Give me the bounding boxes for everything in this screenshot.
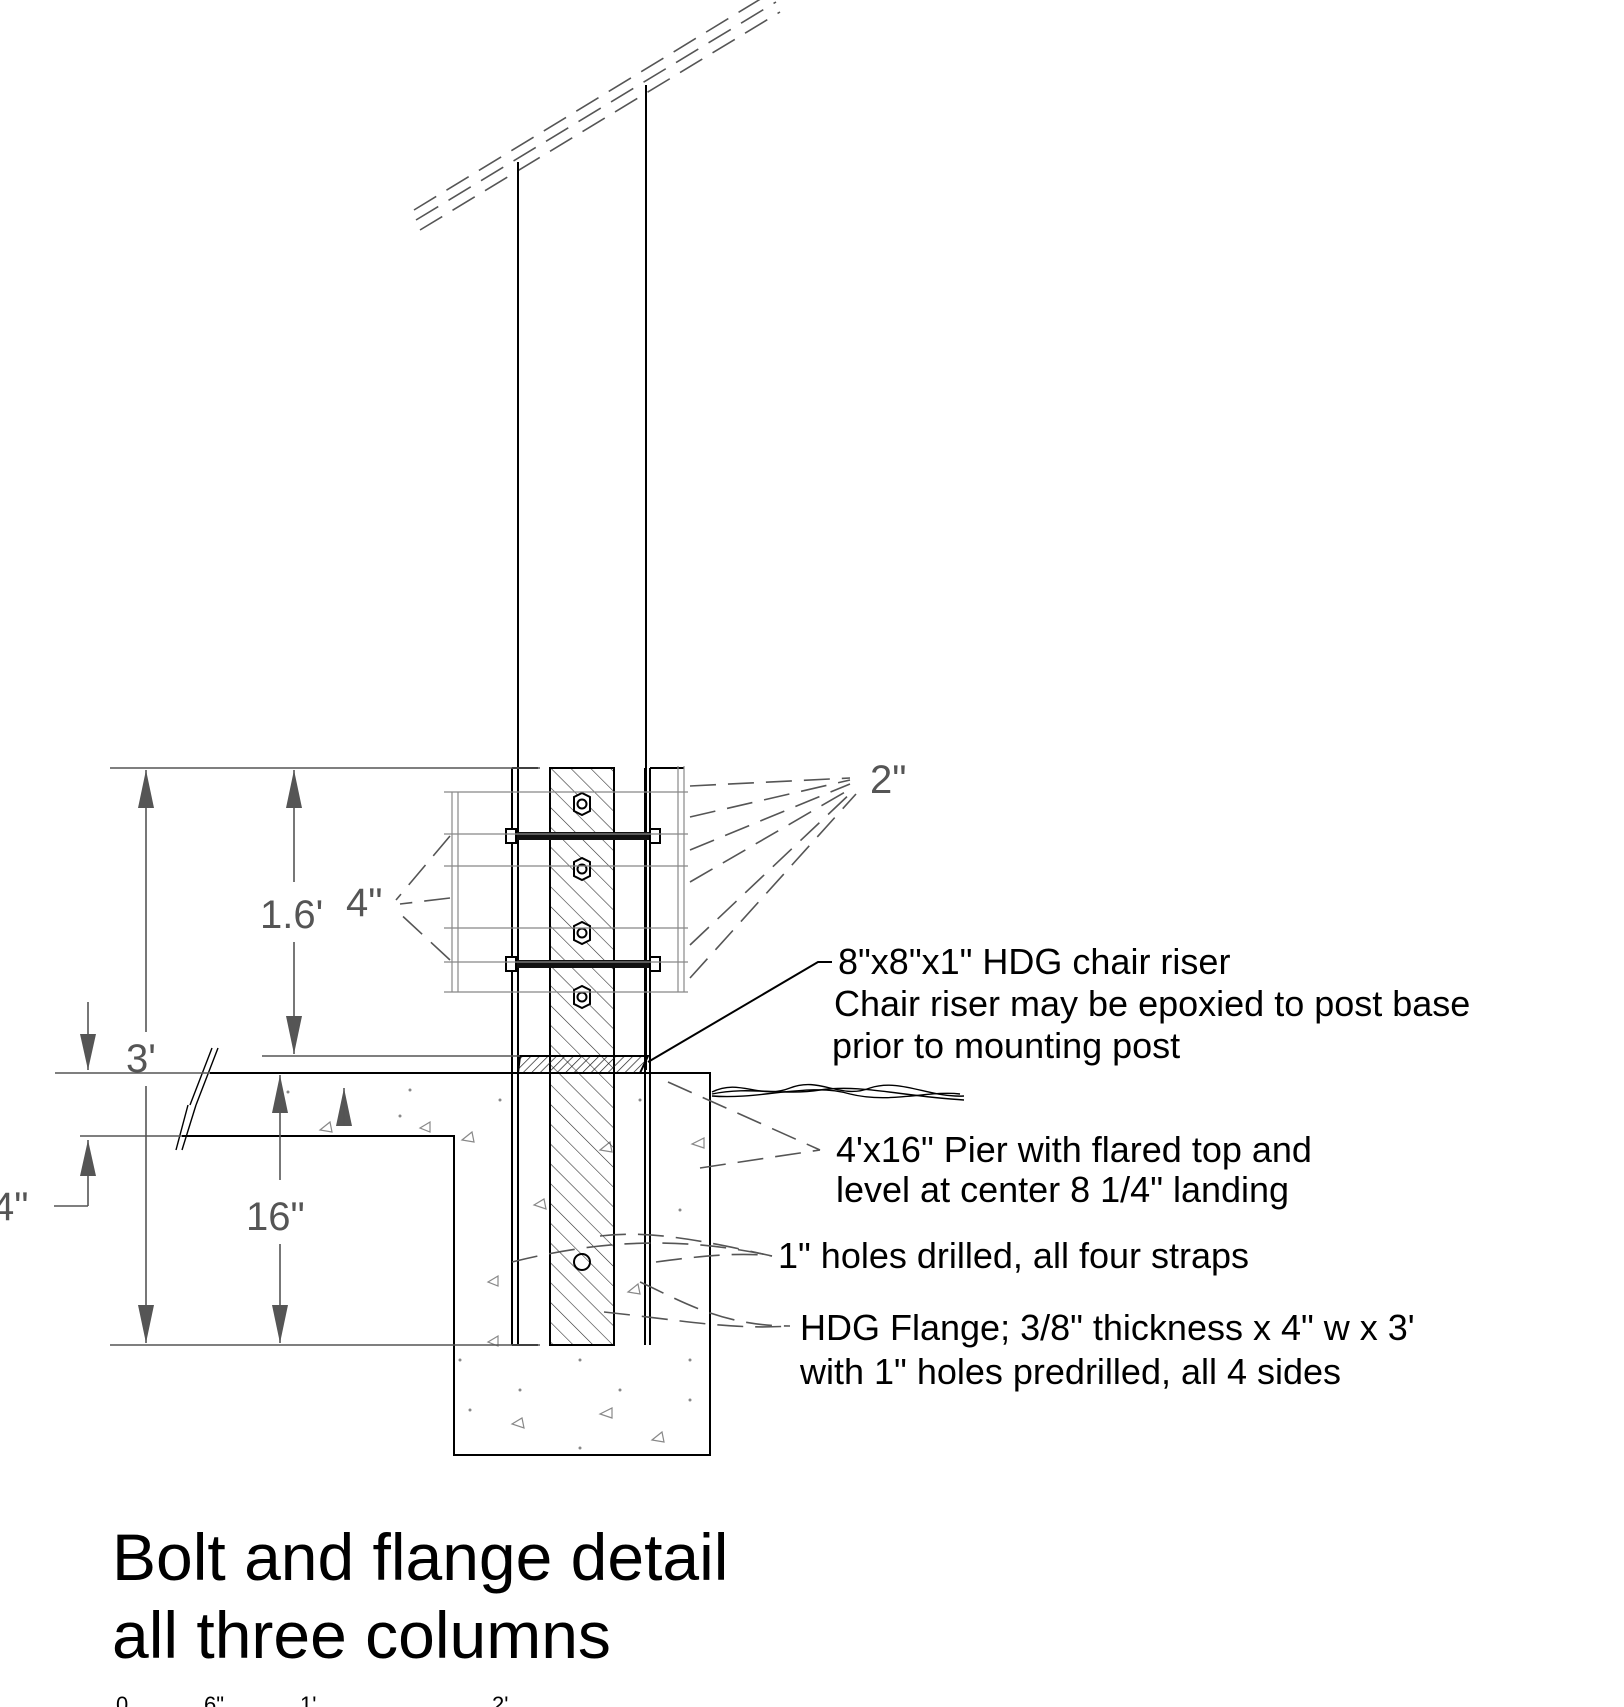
flange-leaders (603, 1281, 791, 1328)
dim-sixteen-inch: 16" (246, 1195, 305, 1239)
note-chair-riser-3: prior to mounting post (832, 1025, 1180, 1066)
dim-four-inch-left: 4" (0, 1185, 28, 1229)
title-line-1: Bolt and flange detail (112, 1520, 728, 1594)
four-inch-leaders (395, 835, 451, 961)
pier-leaders (667, 1081, 821, 1169)
grade-line-right (711, 1083, 965, 1101)
dim-one-six-ft: 1.6' (260, 893, 323, 937)
scale-label-6in: 6" (204, 1692, 224, 1707)
note-flange-2: with 1" holes predrilled, all 4 sides (799, 1351, 1341, 1392)
roof-break-lines (413, 0, 781, 231)
dim-three-ft: 3' (126, 1037, 156, 1081)
dim-four-inch: 4" (346, 881, 382, 925)
concrete-pier (175, 1047, 711, 1456)
two-inch-leaders (689, 777, 857, 979)
through-bolts (505, 828, 661, 972)
chair-riser-leader (647, 961, 832, 1063)
dim-two-inch: 2" (870, 758, 906, 802)
dimension-lines (54, 767, 540, 1346)
note-pier-2: level at center 8 1/4" landing (836, 1169, 1289, 1210)
note-pier-1: 4'x16" Pier with flared top and (836, 1129, 1312, 1170)
scale-label-2ft: 2' (492, 1692, 508, 1707)
scale-label-1ft: 1' (300, 1692, 316, 1707)
scale-label-0: 0 (116, 1692, 128, 1707)
title-line-2: all three columns (112, 1598, 611, 1672)
note-holes: 1" holes drilled, all four straps (778, 1235, 1249, 1276)
note-chair-riser-1: 8"x8"x1" HDG chair riser (838, 941, 1230, 982)
holes-leaders (511, 1233, 773, 1263)
spacing-grid (444, 766, 688, 993)
note-chair-riser-2: Chair riser may be epoxied to post base (834, 983, 1470, 1024)
anchor-hole (573, 1253, 591, 1271)
chair-riser (262, 1055, 650, 1074)
note-flange-1: HDG Flange; 3/8" thickness x 4" w x 3' (800, 1307, 1415, 1348)
